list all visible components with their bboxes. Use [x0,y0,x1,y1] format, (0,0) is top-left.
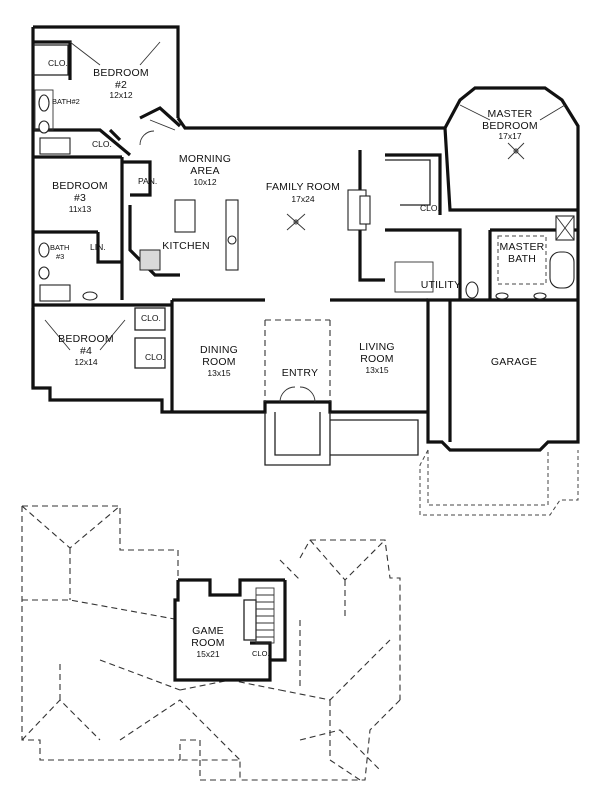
utility-name: UTILITY [421,279,462,291]
bedroom2-name: BEDROOM [93,67,149,79]
living-size: 13x15 [365,365,388,375]
closet-label-game: CLO. [252,649,270,658]
master-bath-name: MASTER [500,241,545,253]
exterior-walls [31,25,580,452]
master-bed-size: 17x17 [498,131,521,141]
bath2-label: BATH#2 [52,97,80,106]
bedroom3-size: 11x13 [69,204,92,214]
master-bed-name: MASTER [488,108,533,120]
roof-outline [21,505,401,781]
interior-walls [33,40,578,442]
family-size: 17x24 [291,194,314,204]
morning-size: 10x12 [193,177,216,187]
bedroom4-size: 12x14 [74,357,97,367]
morning-name2: AREA [190,165,219,177]
family-name: FAMILY ROOM [266,181,340,193]
bath3-label: BATH [50,243,69,252]
room-labels: BEDROOM #2 12x12 BEDROOM #3 11x13 BEDROO… [48,58,545,659]
doors [139,130,316,403]
garage-name: GARAGE [491,356,537,368]
closet-label-bed4b: CLO. [145,352,165,362]
kitchen-name: KITCHEN [162,240,210,252]
bedroom4-name: BEDROOM [58,333,114,345]
game-room-walls [173,578,287,682]
pantry-label: PAN. [138,176,157,186]
bedroom3-number: #3 [74,192,86,204]
master-bath-name2: BATH [508,253,536,265]
living-name: LIVING [359,341,395,353]
closet-label-bed4a: CLO. [141,313,161,323]
dining-name2: ROOM [202,356,235,368]
closet-label-family: CLO. [420,203,440,213]
closet-label-bed2: CLO. [48,58,68,68]
dining-size: 13x15 [207,368,230,378]
game-size: 15x21 [196,649,219,659]
bath3-number: #3 [56,252,64,261]
dining-name: DINING [200,344,238,356]
linen-label: LIN. [90,242,106,252]
bedroom2-number: #2 [115,79,127,91]
bedroom2-size: 12x12 [109,90,132,100]
game-name: GAME [192,625,224,637]
bedroom3-name: BEDROOM [52,180,108,192]
fixtures [38,41,575,351]
game-name2: ROOM [191,637,224,649]
closet-label-bed3: CLO. [92,139,112,149]
master-bed-name2: BEDROOM [482,120,538,132]
bedroom4-number: #4 [80,345,92,357]
morning-name: MORNING [179,153,231,165]
porch-outlines [264,412,579,516]
living-name2: ROOM [360,353,393,365]
entry-name: ENTRY [282,367,318,379]
